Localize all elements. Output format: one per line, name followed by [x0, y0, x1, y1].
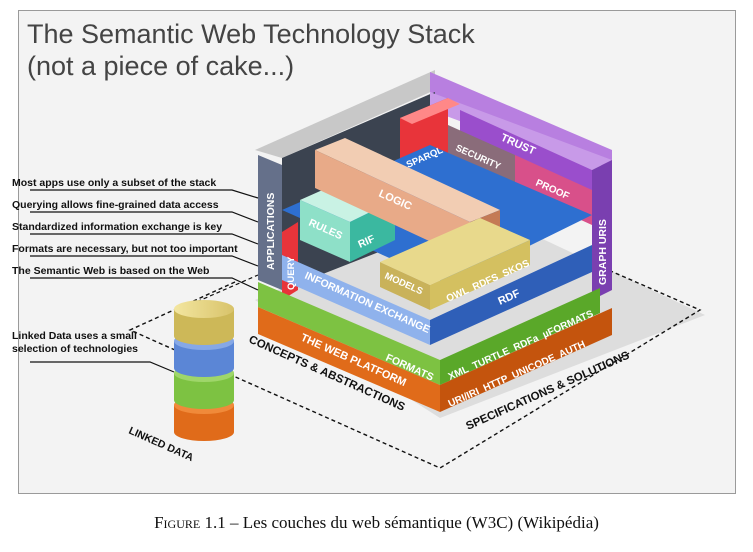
figure-caption: Figure 1.1 – Les couches du web sémantiq…	[0, 513, 753, 533]
logic-block	[315, 150, 470, 260]
security-block	[448, 125, 515, 190]
owl-block	[430, 240, 530, 310]
note-standardized: Standardized information exchange is key	[12, 221, 223, 233]
label-applications: APPLICATIONS	[265, 193, 277, 270]
note-web-based: The Semantic Web is based on the Web	[12, 265, 210, 277]
title-line-1: The Semantic Web Technology Stack	[27, 19, 475, 49]
sparql-top	[400, 98, 460, 124]
note-formats: Formats are necessary, but not too impor…	[12, 243, 238, 255]
xml-formats-block	[440, 288, 600, 385]
note-linked-data: Linked Data uses a small selection of te…	[12, 330, 139, 355]
applications-block	[258, 155, 282, 290]
models-block	[380, 262, 430, 310]
title-line-2: (not a piece of cake...)	[27, 50, 295, 81]
logic-top	[315, 138, 500, 222]
back-wall-left	[255, 70, 435, 158]
dashed-platform	[128, 261, 702, 469]
formats-block	[258, 282, 440, 385]
page-title: The Semantic Web Technology Stack (not a…	[27, 19, 475, 83]
graph-uris-block	[592, 160, 612, 300]
info-exchange-block	[282, 255, 430, 345]
caption-text: – Les couches du web sémantique (W3C) (W…	[225, 513, 599, 532]
label-query: QUERY	[286, 256, 297, 290]
rules-block	[300, 200, 350, 262]
caption-figure-number: Figure 1.1	[154, 513, 226, 532]
note-leaders	[30, 189, 259, 373]
owl-top	[380, 218, 530, 285]
note-apps-subset: Most apps use only a subset of the stack	[12, 177, 217, 189]
note-querying: Querying allows fine-grained data access	[12, 199, 219, 211]
web-platform-block	[258, 307, 440, 412]
trust-top	[430, 92, 612, 170]
uri-block	[440, 308, 612, 412]
rdf-block	[430, 245, 592, 345]
label-graph-uris: GRAPH URIS	[597, 219, 609, 285]
linked-data-cylinder	[174, 300, 234, 441]
